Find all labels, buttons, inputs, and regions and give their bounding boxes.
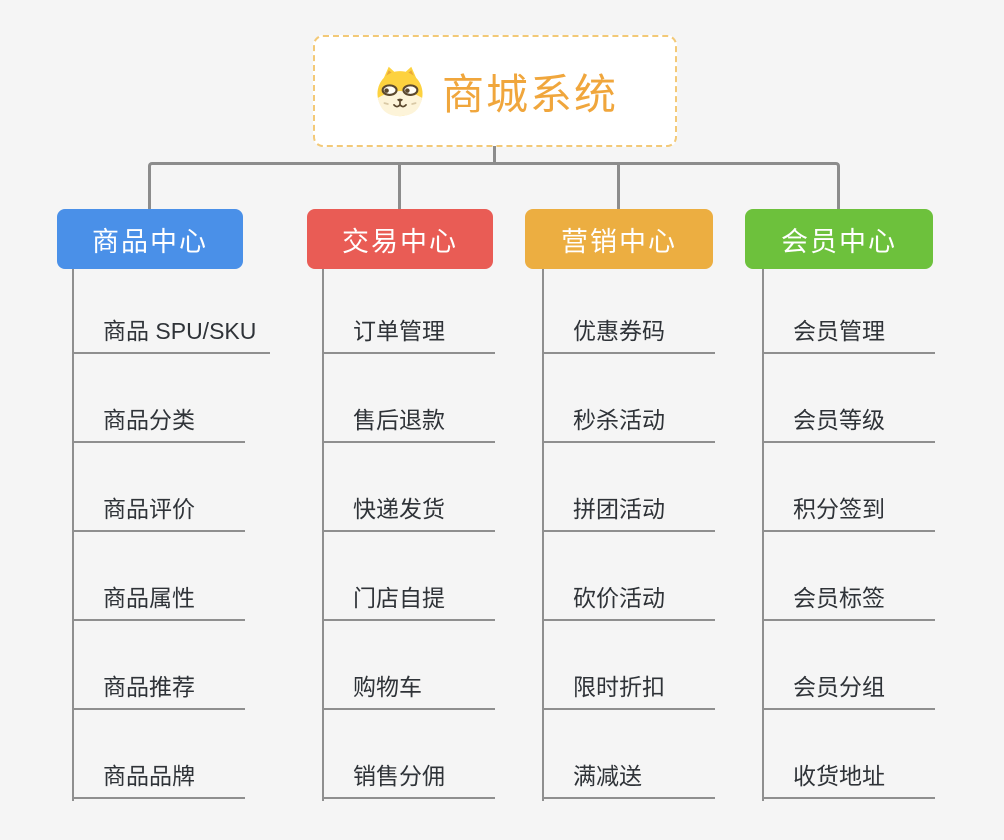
subtopic-node[interactable]: 售后退款 bbox=[322, 354, 495, 443]
branch-node-trade-center[interactable]: 交易中心 bbox=[307, 209, 493, 269]
subtopic-node[interactable]: 商品评价 bbox=[72, 443, 245, 532]
connector-root-stub bbox=[493, 146, 496, 164]
branch-children-member-center: 会员管理 会员等级 积分签到 会员标签 会员分组 收货地址 bbox=[762, 269, 1002, 799]
connector-column-3 bbox=[542, 269, 544, 801]
subtopic-node[interactable]: 优惠券码 bbox=[542, 269, 715, 354]
subtopic-node[interactable]: 商品品牌 bbox=[72, 710, 245, 799]
subtopic-node[interactable]: 门店自提 bbox=[322, 532, 495, 621]
branch-children-trade-center: 订单管理 售后退款 快递发货 门店自提 购物车 销售分佣 bbox=[322, 269, 562, 799]
subtopic-node[interactable]: 会员分组 bbox=[762, 621, 935, 710]
subtopic-node[interactable]: 秒杀活动 bbox=[542, 354, 715, 443]
root-title: 商城系统 bbox=[441, 70, 618, 118]
connector-drop-2 bbox=[398, 162, 401, 209]
root-node[interactable]: 商城系统 bbox=[313, 35, 677, 147]
subtopic-node[interactable]: 限时折扣 bbox=[542, 621, 715, 710]
subtopic-node[interactable]: 商品 SPU/SKU bbox=[72, 269, 271, 354]
subtopic-node[interactable]: 积分签到 bbox=[762, 443, 935, 532]
subtopic-node[interactable]: 满减送 bbox=[542, 710, 715, 799]
subtopic-node[interactable]: 会员标签 bbox=[762, 532, 935, 621]
connector-column-1 bbox=[72, 269, 74, 801]
dog-face-icon bbox=[372, 65, 428, 117]
subtopic-node[interactable]: 会员管理 bbox=[762, 269, 935, 354]
subtopic-node[interactable]: 订单管理 bbox=[322, 269, 495, 354]
branch-node-product-center[interactable]: 商品中心 bbox=[57, 209, 243, 269]
branch-node-member-center[interactable]: 会员中心 bbox=[745, 209, 933, 269]
connector-drop-3 bbox=[617, 162, 620, 209]
subtopic-node[interactable]: 会员等级 bbox=[762, 354, 935, 443]
subtopic-node[interactable]: 商品分类 bbox=[72, 354, 245, 443]
subtopic-node[interactable]: 拼团活动 bbox=[542, 443, 715, 532]
connector-column-2 bbox=[322, 269, 324, 801]
subtopic-node[interactable]: 销售分佣 bbox=[322, 710, 495, 799]
subtopic-node[interactable]: 砍价活动 bbox=[542, 532, 715, 621]
subtopic-node[interactable]: 快递发货 bbox=[322, 443, 495, 532]
branch-children-product-center: 商品 SPU/SKU 商品分类 商品评价 商品属性 商品推荐 商品品牌 bbox=[72, 269, 312, 799]
subtopic-node[interactable]: 商品推荐 bbox=[72, 621, 245, 710]
subtopic-node[interactable]: 商品属性 bbox=[72, 532, 245, 621]
connector-bus bbox=[148, 162, 840, 209]
connector-column-4 bbox=[762, 269, 764, 801]
branch-node-marketing-center[interactable]: 营销中心 bbox=[525, 209, 713, 269]
subtopic-node[interactable]: 收货地址 bbox=[762, 710, 935, 799]
branch-children-marketing-center: 优惠券码 秒杀活动 拼团活动 砍价活动 限时折扣 满减送 bbox=[542, 269, 782, 799]
subtopic-node[interactable]: 购物车 bbox=[322, 621, 495, 710]
